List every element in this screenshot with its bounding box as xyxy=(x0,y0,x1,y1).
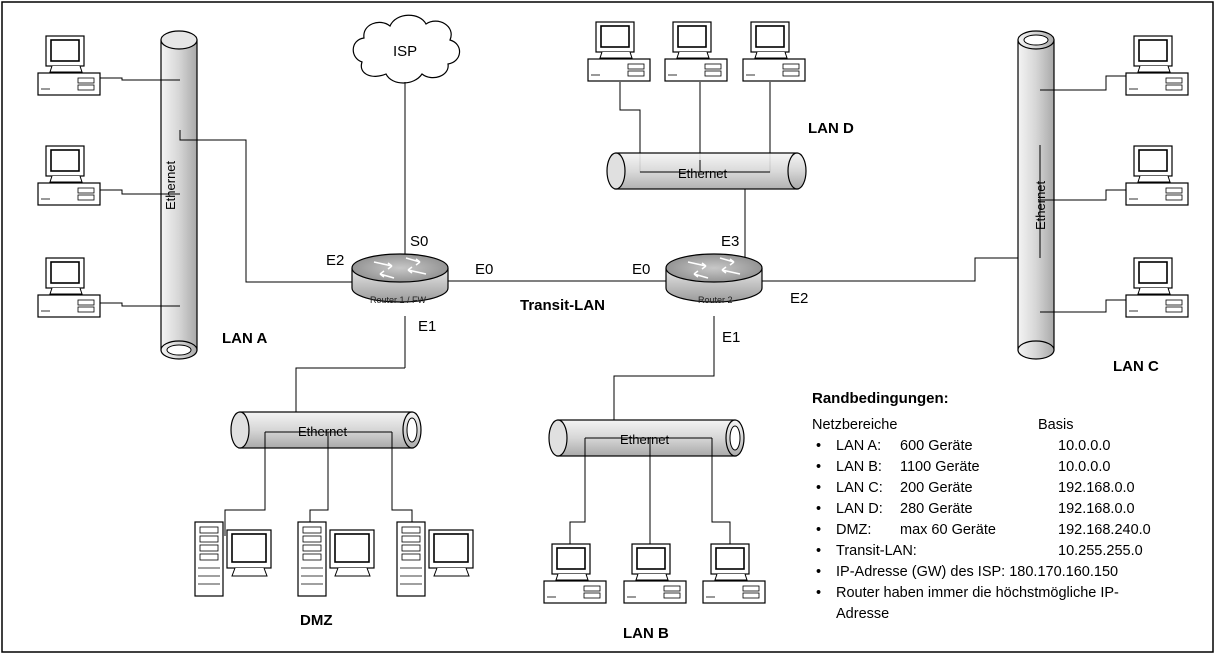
isp-cloud: ISP xyxy=(352,14,461,84)
transit-lan-label: Transit-LAN xyxy=(520,297,605,314)
lan-b-pc-2 xyxy=(623,543,687,604)
r1-e0-label: E0 xyxy=(475,261,493,278)
constraints-header: Netzbereiche Basis xyxy=(812,415,1212,436)
router-2-label: Router 2 xyxy=(698,295,733,305)
dmz-label: DMZ xyxy=(300,612,333,629)
list-item: Router haben immer die höchstmögliche IP… xyxy=(812,583,1212,625)
lan-d-pc-2 xyxy=(664,21,728,82)
lan-c-uplink xyxy=(762,257,1040,282)
header-netzbereiche: Netzbereiche xyxy=(812,417,898,433)
header-basis: Basis xyxy=(1038,417,1074,433)
dmz-server-2 xyxy=(297,521,375,597)
lan-b-pc-1 xyxy=(543,543,607,604)
r1-e2-label: E2 xyxy=(326,252,344,269)
lan-b-wiring xyxy=(569,437,731,546)
dmz-server-1 xyxy=(194,521,272,597)
r1-e1-label: E1 xyxy=(418,318,436,335)
router-1-label: Router 1 / FW xyxy=(370,295,427,305)
lan-d-backbone: Ethernet xyxy=(606,152,807,190)
lan-c-pc-1 xyxy=(1125,35,1189,96)
lan-a-label: LAN A xyxy=(222,330,267,347)
lan-c-pc-3 xyxy=(1125,257,1189,318)
lan-d-pc-3 xyxy=(742,21,806,82)
lan-d-ethernet-label: Ethernet xyxy=(678,166,728,181)
lan-a-ethernet-label: Ethernet xyxy=(163,160,178,210)
r2-e1-label: E1 xyxy=(722,329,740,346)
r1-s0-label: S0 xyxy=(410,233,428,250)
lan-b-label: LAN B xyxy=(623,625,669,642)
lan-a-wiring xyxy=(100,77,352,307)
lan-c-label: LAN C xyxy=(1113,358,1159,375)
lan-b-pc-3 xyxy=(702,543,766,604)
constraints-title: Randbedingungen: xyxy=(812,390,949,407)
lan-a-pc-3 xyxy=(37,257,101,318)
lan-d-label: LAN D xyxy=(808,120,854,137)
lan-d-pc-1 xyxy=(587,21,651,82)
dmz-backbone: Ethernet xyxy=(230,411,422,449)
isp-label: ISP xyxy=(393,43,417,60)
dmz-server-3 xyxy=(396,521,474,597)
lan-c-pc-2 xyxy=(1125,145,1189,206)
list-item: Transit-LAN:10.255.255.0 xyxy=(812,541,1212,562)
lan-c-backbone: Ethernet xyxy=(1017,30,1055,360)
lan-b-ethernet-label: Ethernet xyxy=(620,432,670,447)
r2-e0-label: E0 xyxy=(632,261,650,278)
lan-a-backbone: Ethernet xyxy=(160,30,198,360)
lan-c-wiring xyxy=(1039,75,1126,313)
constraints-panel: Randbedingungen: Netzbereiche Basis LAN … xyxy=(812,388,1212,625)
dmz-uplink-2 xyxy=(295,367,405,430)
lan-b-uplink xyxy=(613,316,715,436)
lan-a-pc-2 xyxy=(37,145,101,206)
r2-e2-label: E2 xyxy=(790,290,808,307)
list-item: IP-Adresse (GW) des ISP: 180.170.160.150 xyxy=(812,562,1212,583)
lan-a-pc-1 xyxy=(37,35,101,96)
r2-e3-label: E3 xyxy=(721,233,739,250)
